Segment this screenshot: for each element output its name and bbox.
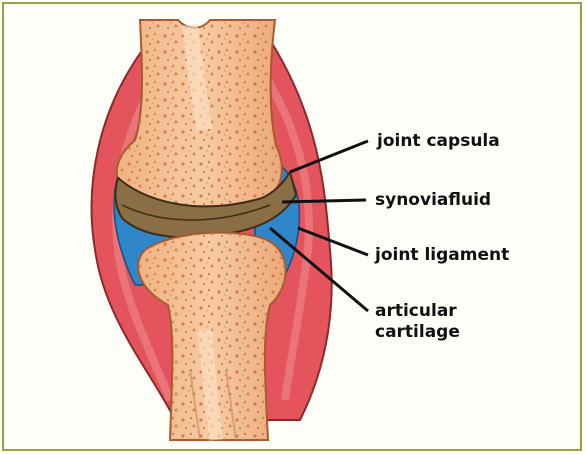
label-articular-cartilage-line2: cartilage — [375, 322, 460, 342]
pointer-fluid — [282, 200, 366, 202]
label-joint-ligament: joint ligament — [375, 245, 509, 265]
label-synovial-fluid: synoviafluid — [375, 190, 491, 210]
label-joint-capsula: joint capsula — [377, 131, 500, 151]
label-articular-cartilage-line1: articular — [375, 301, 457, 321]
